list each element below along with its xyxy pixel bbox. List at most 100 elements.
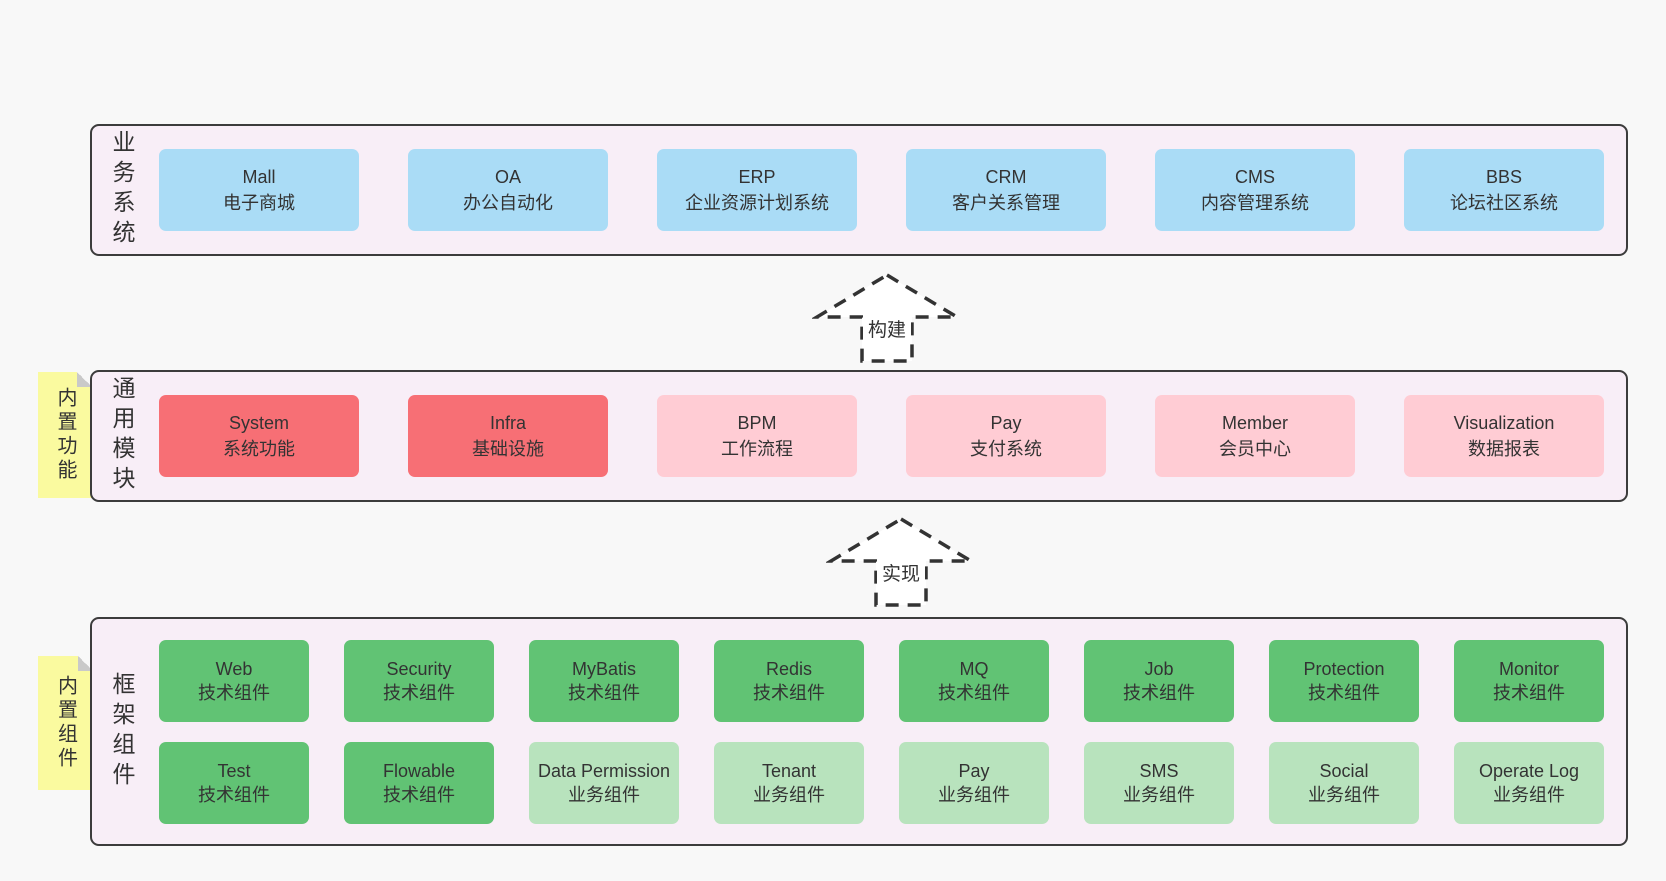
box-name: OA — [494, 167, 521, 187]
box-desc: 技术组件 — [1308, 682, 1380, 703]
box-desc: 业务组件 — [1308, 784, 1380, 805]
box-desc: 办公自动化 — [463, 193, 553, 213]
box-desc: 技术组件 — [198, 682, 270, 703]
box-monitor: Monitor 技术组件 — [1454, 639, 1604, 722]
box-name: CMS — [1235, 167, 1275, 187]
box-bbs: BBS 论坛社区系统 — [1404, 149, 1604, 231]
arrow-label-implement: 实现 — [876, 558, 926, 587]
box-name: Social — [1319, 760, 1369, 781]
box-name: Operate Log — [1478, 760, 1580, 781]
box-mall: Mall 电子商城 — [159, 149, 359, 231]
box-desc: 技术组件 — [383, 784, 455, 805]
box-name: Security — [386, 658, 452, 679]
box-name: ERP — [738, 167, 776, 187]
folded-corner-icon — [78, 656, 93, 671]
box-name: Redis — [765, 658, 813, 679]
sticky-note-built-in-components: 内置组件 — [38, 656, 93, 790]
box-crm: CRM 客户关系管理 — [906, 149, 1106, 231]
box-desc: 业务组件 — [568, 784, 640, 805]
box-mybatis: MyBatis 技术组件 — [529, 639, 679, 722]
box-desc: 数据报表 — [1468, 439, 1540, 459]
box-sms: SMS 业务组件 — [1084, 741, 1234, 824]
components-rows: Web 技术组件 Security 技术组件 MyBatis 技术组件 Redi… — [133, 639, 1626, 824]
layer-label-components: 框架组件 — [109, 671, 135, 792]
box-name: Flowable — [382, 760, 456, 781]
box-desc: 业务组件 — [753, 784, 825, 805]
box-cms: CMS 内容管理系统 — [1155, 149, 1355, 231]
layer-label-modules: 通用模块 — [109, 376, 135, 496]
box-name: BBS — [1485, 167, 1523, 187]
business-box-row: Mall 电子商城 OA 办公自动化 ERP 企业资源计划系统 CRM 客户关系… — [133, 149, 1626, 231]
box-desc: 技术组件 — [1493, 682, 1565, 703]
sticky-note-label: 内置组件 — [54, 675, 77, 771]
box-name: Monitor — [1498, 658, 1560, 679]
box-name: SMS — [1139, 760, 1179, 781]
box-desc: 业务组件 — [1493, 784, 1565, 805]
business-systems-container: 业务系统 Mall 电子商城 OA 办公自动化 ERP 企业资源计划系统 CRM… — [90, 124, 1628, 256]
box-data-permission: Data Permission 业务组件 — [529, 741, 679, 824]
box-name: Tenant — [761, 760, 817, 781]
sticky-note-built-in-features: 内置功能 — [38, 372, 92, 498]
box-name: Job — [1144, 658, 1174, 679]
box-name: MyBatis — [571, 658, 636, 679]
components-row-2: Test 技术组件 Flowable 技术组件 Data Permission … — [159, 741, 1604, 824]
box-desc: 会员中心 — [1219, 439, 1291, 459]
box-erp: ERP 企业资源计划系统 — [657, 149, 857, 231]
box-security: Security 技术组件 — [344, 639, 494, 722]
up-arrow-implement: 实现 — [826, 514, 976, 610]
box-desc: 技术组件 — [938, 682, 1010, 703]
box-visualization: Visualization 数据报表 — [1404, 395, 1604, 477]
box-name: Test — [217, 760, 251, 781]
box-name: Member — [1221, 413, 1288, 433]
framework-components-container: 框架组件 Web 技术组件 Security 技术组件 MyBatis 技术组件… — [90, 617, 1628, 846]
box-name: CRM — [985, 167, 1027, 187]
box-member: Member 会员中心 — [1155, 395, 1355, 477]
box-desc: 工作流程 — [721, 439, 793, 459]
box-desc: 技术组件 — [1123, 682, 1195, 703]
box-protection: Protection 技术组件 — [1269, 639, 1419, 722]
box-name: System — [228, 413, 289, 433]
box-tenant: Tenant 业务组件 — [714, 741, 864, 824]
box-bpm: BPM 工作流程 — [657, 395, 857, 477]
box-web: Web 技术组件 — [159, 639, 309, 722]
box-desc: 业务组件 — [1123, 784, 1195, 805]
box-desc: 支付系统 — [970, 439, 1042, 459]
box-desc: 业务组件 — [938, 784, 1010, 805]
box-desc: 技术组件 — [753, 682, 825, 703]
up-arrow-build: 构建 — [812, 270, 962, 366]
box-desc: 内容管理系统 — [1201, 193, 1309, 213]
box-desc: 企业资源计划系统 — [685, 193, 829, 213]
modules-box-row: System 系统功能 Infra 基础设施 BPM 工作流程 Pay 支付系统… — [133, 395, 1626, 477]
box-name: Pay — [958, 760, 990, 781]
components-row-1: Web 技术组件 Security 技术组件 MyBatis 技术组件 Redi… — [159, 639, 1604, 722]
box-system: System 系统功能 — [159, 395, 359, 477]
folded-corner-icon — [77, 372, 92, 387]
box-flowable: Flowable 技术组件 — [344, 741, 494, 824]
box-name: Infra — [489, 413, 527, 433]
sticky-note-label: 内置功能 — [54, 387, 76, 483]
box-desc: 技术组件 — [383, 682, 455, 703]
box-operate-log: Operate Log 业务组件 — [1454, 741, 1604, 824]
box-test: Test 技术组件 — [159, 741, 309, 824]
box-infra: Infra 基础设施 — [408, 395, 608, 477]
layer-label-business: 业务系统 — [109, 130, 135, 250]
box-pay: Pay 支付系统 — [906, 395, 1106, 477]
common-modules-container: 通用模块 System 系统功能 Infra 基础设施 BPM 工作流程 Pay… — [90, 370, 1628, 502]
box-name: Visualization — [1453, 413, 1555, 433]
box-desc: 系统功能 — [223, 439, 295, 459]
box-oa: OA 办公自动化 — [408, 149, 608, 231]
box-desc: 电子商城 — [223, 193, 295, 213]
box-name: Pay — [990, 413, 1022, 433]
arrow-label-build: 构建 — [862, 314, 912, 343]
box-desc: 基础设施 — [472, 439, 544, 459]
box-social: Social 业务组件 — [1269, 741, 1419, 824]
box-name: Protection — [1303, 658, 1385, 679]
box-name: BPM — [737, 413, 777, 433]
box-desc: 客户关系管理 — [952, 193, 1060, 213]
box-name: Web — [215, 658, 253, 679]
box-job: Job 技术组件 — [1084, 639, 1234, 722]
box-name: Mall — [242, 167, 276, 187]
box-desc: 技术组件 — [198, 784, 270, 805]
box-desc: 论坛社区系统 — [1450, 193, 1558, 213]
